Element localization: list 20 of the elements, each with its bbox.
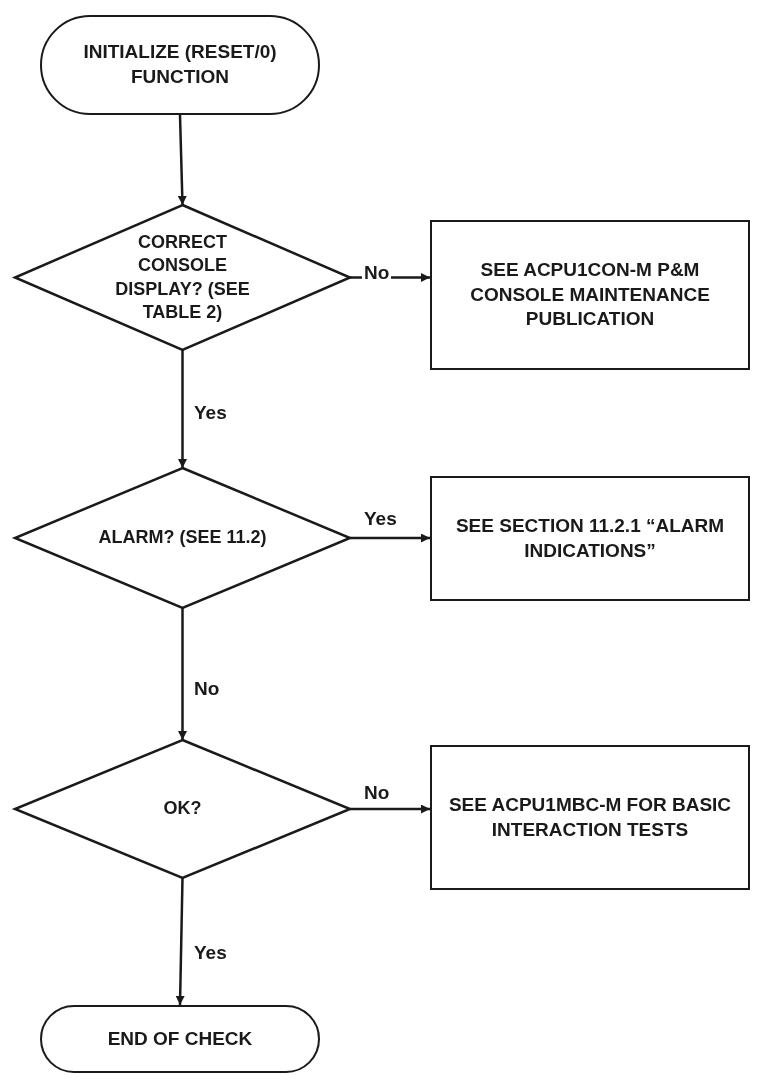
arrow (350, 804, 430, 814)
decision-diamond (15, 468, 350, 608)
process-box (430, 745, 750, 890)
node-text: INITIALIZE (RESET/0) FUNCTION (82, 40, 278, 89)
arrow (177, 114, 187, 206)
arrow (178, 608, 187, 740)
node-text: CORRECT CONSOLE DISPLAY? (SEE TABLE 2) (114, 230, 251, 324)
node-text: SEE ACPU1MBC-M FOR BASIC INTERACTION TESTS (447, 792, 733, 842)
node-text: SEE ACPU1CON-M P&M CONSOLE MAINTENANCE PUBLICATION (469, 257, 711, 332)
node-text: END OF CHECK (106, 1026, 254, 1051)
process-box (430, 220, 750, 370)
arrow (350, 533, 430, 543)
arrow (175, 877, 185, 1006)
decision-diamond (15, 205, 350, 350)
process-box (430, 476, 750, 601)
decision-diamond (15, 740, 350, 878)
arrow (178, 350, 187, 468)
node-text: SEE SECTION 11.2.1 “ALARM INDICATIONS” (454, 513, 726, 563)
node-text: ALARM? (SEE 11.2) (97, 526, 268, 550)
node-text: OK? (162, 797, 203, 821)
